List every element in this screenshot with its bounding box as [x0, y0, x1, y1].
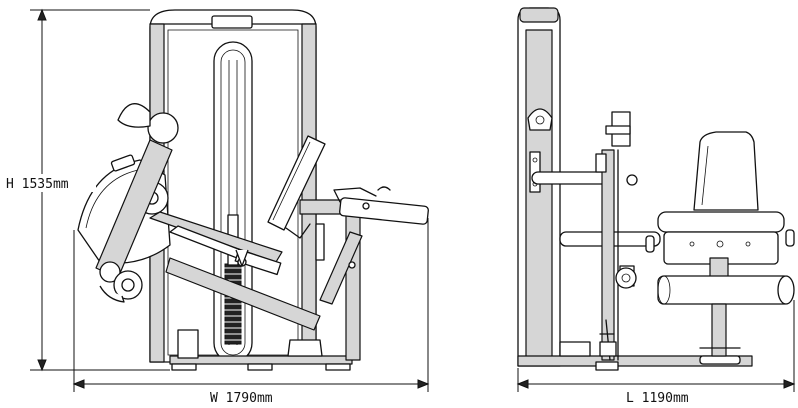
side-backrest: [693, 131, 759, 211]
side-view: [517, 7, 795, 371]
length-dimension: [516, 300, 796, 392]
height-label-bg: [4, 174, 96, 192]
side-post: [699, 303, 741, 357]
handle-bar: [333, 186, 429, 225]
lever-arm: [95, 139, 173, 303]
side-tower: [517, 7, 561, 367]
front-view: [77, 9, 429, 371]
arm-pivot-pad: [147, 112, 179, 144]
back-pad: [267, 135, 326, 239]
adjustment-rail: [149, 211, 283, 276]
length-label: L 1190mm: [626, 391, 689, 406]
side-base: [517, 341, 753, 371]
weight-plates: [221, 263, 245, 345]
side-roller-pad: [657, 275, 795, 305]
side-column: [595, 111, 638, 361]
base-frame: [169, 329, 353, 371]
front-width-dimension: [72, 218, 430, 392]
side-seat: [645, 211, 795, 279]
width-label: W 1790mm: [210, 391, 273, 406]
height-label: H 1535mm: [6, 177, 69, 192]
tower-top-badge: [211, 15, 253, 29]
